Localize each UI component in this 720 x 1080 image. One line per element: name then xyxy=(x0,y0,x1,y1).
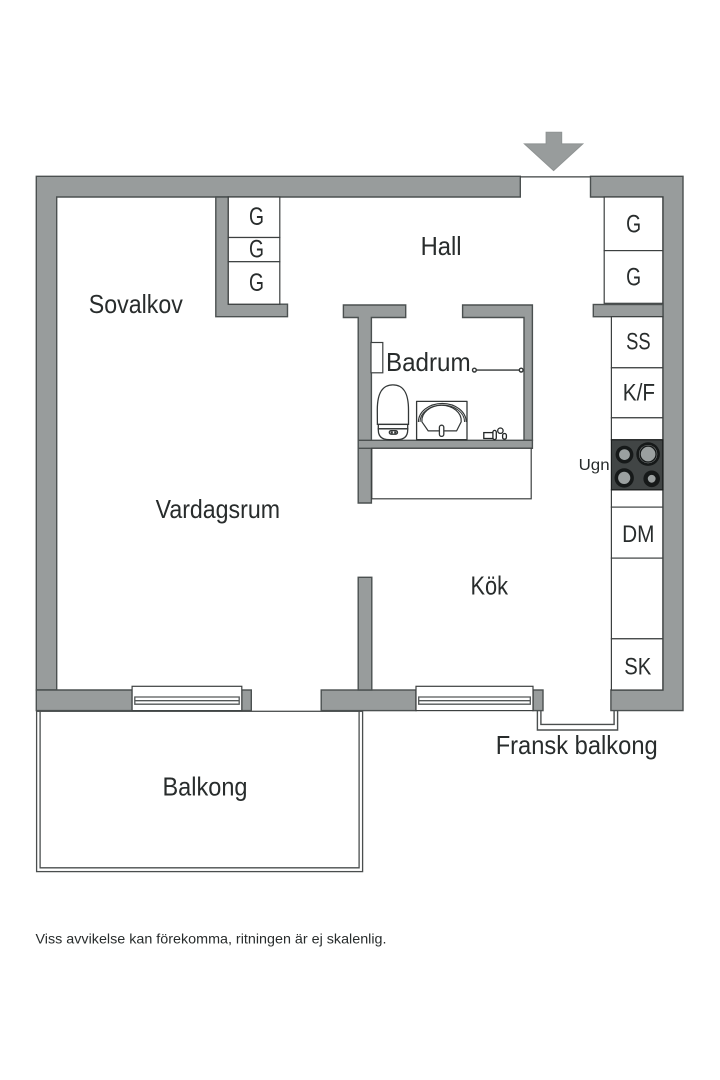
svg-text:Kök: Kök xyxy=(471,570,509,600)
svg-text:Viss avvikelse kan förekomma,: Viss avvikelse kan förekomma, ritningen … xyxy=(36,931,387,947)
svg-text:G: G xyxy=(626,211,641,239)
svg-text:Badrum: Badrum xyxy=(386,347,471,377)
svg-text:Balkong: Balkong xyxy=(163,772,248,802)
svg-text:G: G xyxy=(249,203,264,231)
svg-text:Vardagsrum: Vardagsrum xyxy=(156,494,280,524)
svg-text:G: G xyxy=(249,236,264,264)
svg-text:Fransk balkong: Fransk balkong xyxy=(496,730,658,760)
svg-text:Hall: Hall xyxy=(421,231,462,261)
svg-text:K/F: K/F xyxy=(623,380,655,407)
svg-text:G: G xyxy=(249,269,264,297)
svg-text:Sovalkov: Sovalkov xyxy=(89,289,183,319)
svg-text:Ugn: Ugn xyxy=(579,457,610,474)
svg-text:G: G xyxy=(626,264,641,292)
svg-text:DM: DM xyxy=(622,521,654,548)
svg-text:SS: SS xyxy=(626,328,651,355)
svg-text:SK: SK xyxy=(624,654,651,681)
